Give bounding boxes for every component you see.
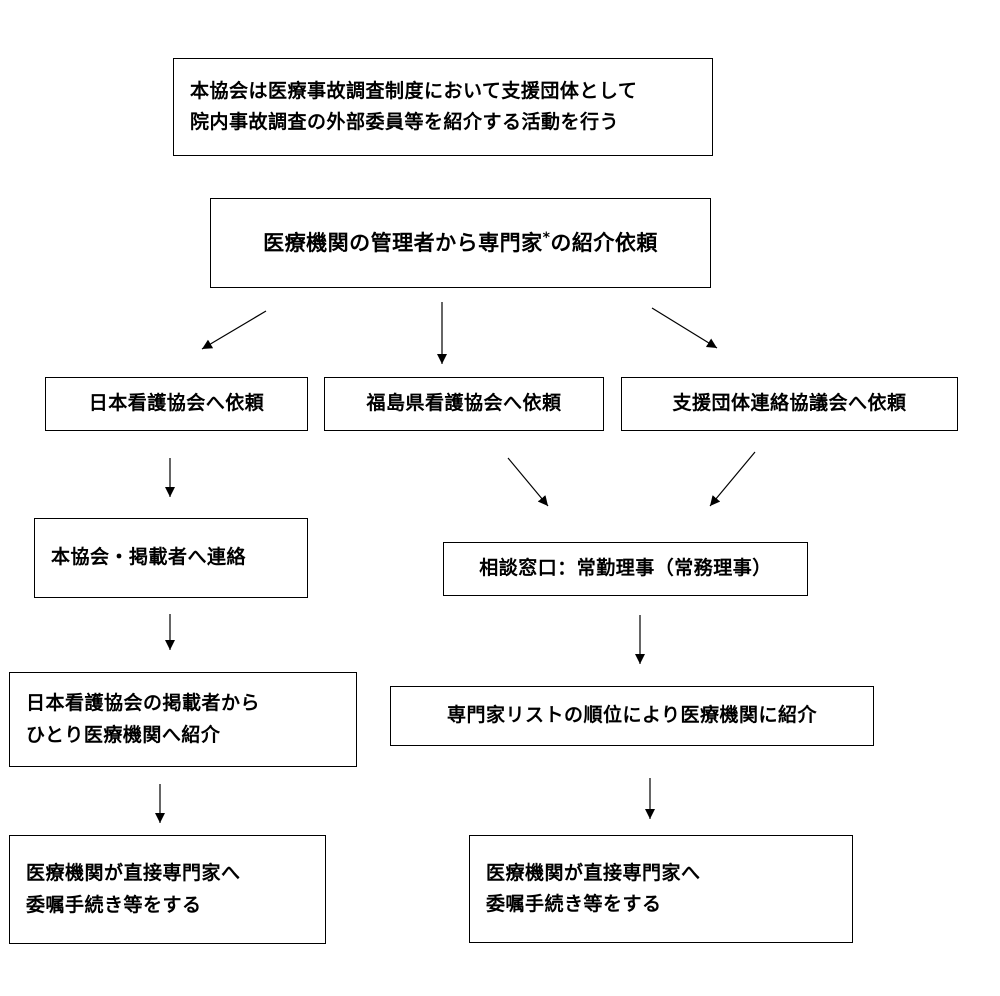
jna-request-label: 日本看護協会へ依頼	[88, 392, 265, 415]
jna-intro-box: 日本看護協会の掲載者から ひとり医療機関へ紹介	[9, 672, 357, 767]
fukushima-request-box: 福島県看護協会へ依頼	[324, 377, 604, 431]
consult-box: 相談窓口：常勤理事（常務理事）	[443, 542, 808, 596]
jna-intro-line-1: 日本看護協会の掲載者から	[26, 692, 261, 715]
jna-request-box: 日本看護協会へ依頼	[45, 377, 308, 431]
left-final-box: 医療機関が直接専門家へ 委嘱手続き等をする	[9, 835, 326, 944]
request-box: 医療機関の管理者から専門家*の紹介依頼	[210, 198, 711, 288]
arrow-request-to-council	[651, 307, 718, 349]
intro-line-1: 本協会は医療事故調査制度において支援団体として	[190, 79, 638, 102]
arrow-request-to-jna	[201, 310, 267, 350]
left-final-line-1: 医療機関が直接専門家へ	[26, 862, 241, 885]
footnote-mark: *	[542, 229, 551, 246]
intro-line-2: 院内事故調査の外部委員等を紹介する活動を行う	[190, 111, 620, 133]
request-text: 医療機関の管理者から専門家*の紹介依頼	[263, 226, 658, 261]
contact-label: 本協会・掲載者へ連絡	[51, 546, 247, 569]
council-request-label: 支援団体連絡協議会へ依頼	[672, 392, 907, 415]
contact-box: 本協会・掲載者へ連絡	[34, 518, 308, 598]
list-intro-label: 専門家リストの順位により医療機関に紹介	[446, 704, 818, 727]
arrow-council-to-consult	[709, 451, 756, 507]
list-intro-box: 専門家リストの順位により医療機関に紹介	[390, 686, 874, 746]
fukushima-request-label: 福島県看護協会へ依頼	[366, 392, 562, 415]
right-final-line-1: 医療機関が直接専門家へ	[486, 861, 701, 884]
right-final-box: 医療機関が直接専門家へ 委嘱手続き等をする	[469, 835, 853, 943]
right-final-line-2: 委嘱手続き等をする	[486, 893, 662, 915]
council-request-box: 支援団体連絡協議会へ依頼	[621, 377, 958, 431]
arrow-fukushima-to-consult	[507, 457, 549, 507]
intro-box: 本協会は医療事故調査制度において支援団体として 院内事故調査の外部委員等を紹介す…	[173, 58, 713, 156]
request-suffix: の紹介依頼	[550, 230, 658, 255]
left-final-line-2: 委嘱手続き等をする	[26, 893, 202, 916]
jna-intro-line-2: ひとり医療機関へ紹介	[26, 723, 221, 746]
consult-label: 相談窓口：常勤理事（常務理事）	[479, 557, 772, 580]
request-main: 医療機関の管理者から専門家	[263, 230, 543, 255]
